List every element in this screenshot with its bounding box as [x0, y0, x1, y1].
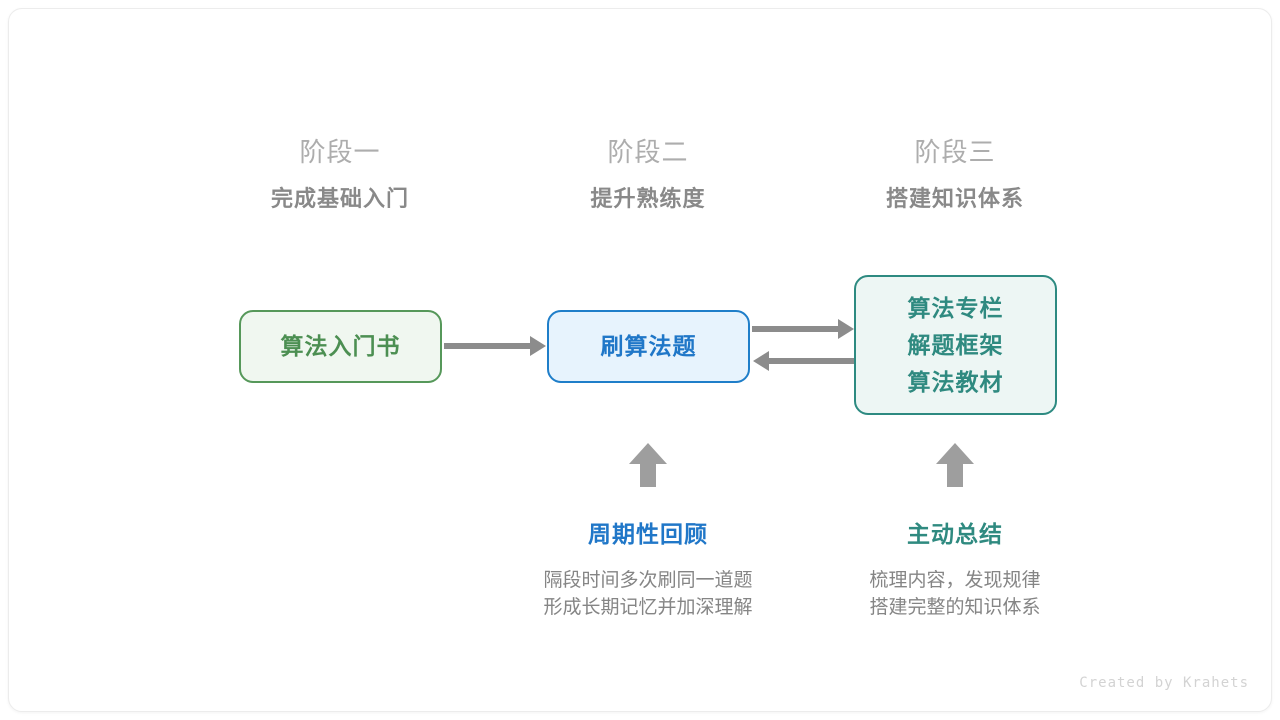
arrow-left-icon — [753, 351, 769, 371]
arrow-right-icon — [838, 319, 854, 339]
annotation-active-summary: 主动总结 梳理内容，发现规律 搭建完整的知识体系 — [795, 519, 1115, 621]
arrow-book-to-practice-shaft — [444, 343, 532, 349]
stage-header-2: 阶段二 提升熟练度 — [518, 135, 778, 215]
annotation-active-summary-desc-line-2: 搭建完整的知识体系 — [869, 597, 1041, 618]
node-box-knowledge-system-line-1: 算法专栏 — [907, 294, 1004, 321]
arrow-up-icon — [936, 443, 974, 487]
arrow-up-shaft — [640, 463, 656, 487]
arrow-up-head — [936, 443, 974, 464]
stage-header-1: 阶段一 完成基础入门 — [210, 135, 470, 215]
node-box-knowledge-system[interactable]: 算法专栏 解题框架 算法教材 — [854, 275, 1057, 415]
node-box-practice-problems-line-1: 刷算法题 — [600, 333, 697, 359]
stage-header-3: 阶段三 搭建知识体系 — [825, 135, 1085, 215]
footer-credit: Created by Krahets — [1079, 675, 1249, 691]
arrow-up-icon — [629, 443, 667, 487]
annotation-periodic-review: 周期性回顾 隔段时间多次刷同一道题 形成长期记忆并加深理解 — [488, 519, 808, 621]
arrow-system-to-practice-shaft — [769, 358, 854, 364]
stage-label-3: 阶段三 — [914, 137, 996, 167]
node-box-intro-book-line-1: 算法入门书 — [280, 333, 401, 359]
annotation-periodic-review-desc-line-1: 隔段时间多次刷同一道题 — [543, 570, 753, 591]
node-box-practice-problems[interactable]: 刷算法题 — [547, 310, 750, 383]
annotation-active-summary-title: 主动总结 — [907, 521, 1003, 547]
annotation-periodic-review-title: 周期性回顾 — [588, 521, 708, 547]
arrow-practice-to-system-shaft — [752, 326, 839, 332]
stage-title-1: 完成基础入门 — [270, 186, 409, 211]
diagram-card: 阶段一 完成基础入门 阶段二 提升熟练度 阶段三 搭建知识体系 算法入门书 刷算… — [8, 8, 1272, 712]
arrow-up-head — [629, 443, 667, 464]
node-box-knowledge-system-line-2: 解题框架 — [907, 331, 1004, 358]
stage-title-2: 提升熟练度 — [590, 186, 706, 211]
node-box-knowledge-system-line-3: 算法教材 — [907, 368, 1004, 395]
annotation-periodic-review-desc: 隔段时间多次刷同一道题 形成长期记忆并加深理解 — [488, 567, 808, 621]
node-box-intro-book[interactable]: 算法入门书 — [239, 310, 442, 383]
annotation-active-summary-desc-line-1: 梳理内容，发现规律 — [869, 570, 1041, 591]
arrow-up-shaft — [947, 463, 963, 487]
stage-label-2: 阶段二 — [607, 137, 689, 167]
annotation-periodic-review-desc-line-2: 形成长期记忆并加深理解 — [543, 597, 753, 618]
stage-label-1: 阶段一 — [299, 137, 381, 167]
annotation-active-summary-desc: 梳理内容，发现规律 搭建完整的知识体系 — [795, 567, 1115, 621]
stage-title-3: 搭建知识体系 — [885, 186, 1024, 211]
arrow-right-icon — [530, 336, 546, 356]
